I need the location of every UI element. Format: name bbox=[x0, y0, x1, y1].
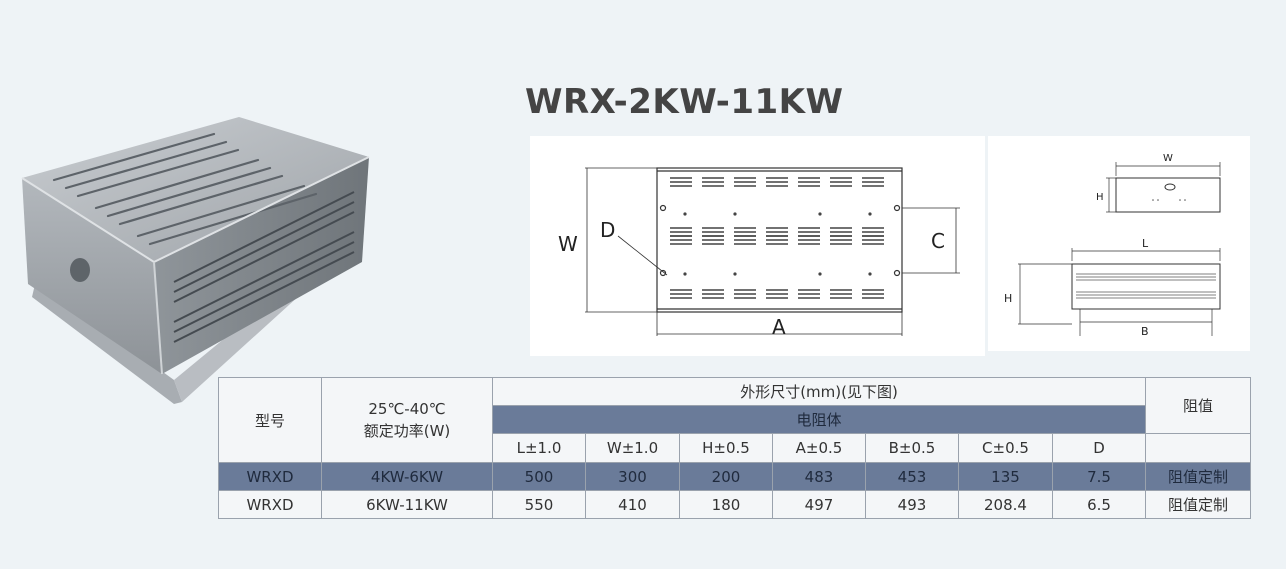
header-resistance: 阻值 bbox=[1145, 377, 1252, 434]
cell-a: 497 bbox=[772, 490, 866, 519]
cell-a: 483 bbox=[772, 462, 866, 491]
side-label-h-bottom: H bbox=[1004, 292, 1012, 305]
cell-c: 208.4 bbox=[958, 490, 1053, 519]
cell-b: 453 bbox=[865, 462, 959, 491]
side-label-w: W bbox=[1163, 153, 1173, 164]
top-view-drawing: W D C A bbox=[530, 136, 985, 356]
header-resistor-body: 电阻体 bbox=[491, 405, 1147, 434]
header-power-temp: 25℃-40℃ bbox=[368, 400, 446, 418]
cell-power: 6KW-11KW bbox=[321, 490, 493, 519]
col-header-w: W±1.0 bbox=[585, 433, 680, 463]
cell-resistance: 阻值定制 bbox=[1145, 490, 1252, 519]
col-header-b: B±0.5 bbox=[865, 433, 959, 463]
cell-h: 180 bbox=[679, 490, 773, 519]
cell-h: 200 bbox=[679, 462, 773, 491]
col-header-d: D bbox=[1051, 433, 1147, 463]
table-row: WRXD 4KW-6KW 500 300 200 483 453 135 7.5… bbox=[218, 462, 1252, 491]
cell-l: 550 bbox=[492, 490, 586, 519]
cell-l: 500 bbox=[492, 462, 586, 491]
cell-c: 135 bbox=[958, 462, 1053, 491]
dim-label-w: W bbox=[558, 232, 578, 256]
cell-resistance: 阻值定制 bbox=[1145, 462, 1252, 491]
header-power: 25℃-40℃ 额定功率(W) bbox=[321, 377, 493, 463]
dim-label-a: A bbox=[772, 315, 786, 339]
side-label-l: L bbox=[1142, 237, 1149, 250]
col-header-blank bbox=[1145, 433, 1252, 463]
cell-model: WRXD bbox=[218, 490, 322, 519]
dim-label-d: D bbox=[600, 218, 615, 242]
header-dimensions: 外形尺寸(mm)(见下图) bbox=[491, 377, 1147, 406]
spec-table: 型号 25℃-40℃ 额定功率(W) 外形尺寸(mm)(见下图) 阻值 电阻体 … bbox=[218, 377, 1252, 519]
cell-d: 7.5 bbox=[1051, 462, 1147, 491]
side-label-h-top: H bbox=[1096, 192, 1104, 203]
header-model: 型号 bbox=[218, 377, 322, 463]
page-title: WRX-2KW-11KW bbox=[525, 82, 844, 122]
header-power-label: 额定功率(W) bbox=[363, 422, 451, 440]
side-view-drawing: W H L H B bbox=[988, 136, 1250, 351]
side-label-b: B bbox=[1141, 325, 1149, 338]
dim-label-c: C bbox=[931, 229, 945, 253]
col-header-l: L±1.0 bbox=[492, 433, 586, 463]
cell-b: 493 bbox=[865, 490, 959, 519]
table-row: WRXD 6KW-11KW 550 410 180 497 493 208.4 … bbox=[218, 490, 1252, 519]
col-header-a: A±0.5 bbox=[772, 433, 866, 463]
cell-power: 4KW-6KW bbox=[321, 462, 493, 491]
col-header-h: H±0.5 bbox=[679, 433, 773, 463]
cell-model: WRXD bbox=[218, 462, 322, 491]
cell-w: 410 bbox=[585, 490, 680, 519]
product-photo bbox=[21, 117, 370, 404]
cell-d: 6.5 bbox=[1051, 490, 1147, 519]
cell-w: 300 bbox=[585, 462, 680, 491]
col-header-c: C±0.5 bbox=[958, 433, 1053, 463]
